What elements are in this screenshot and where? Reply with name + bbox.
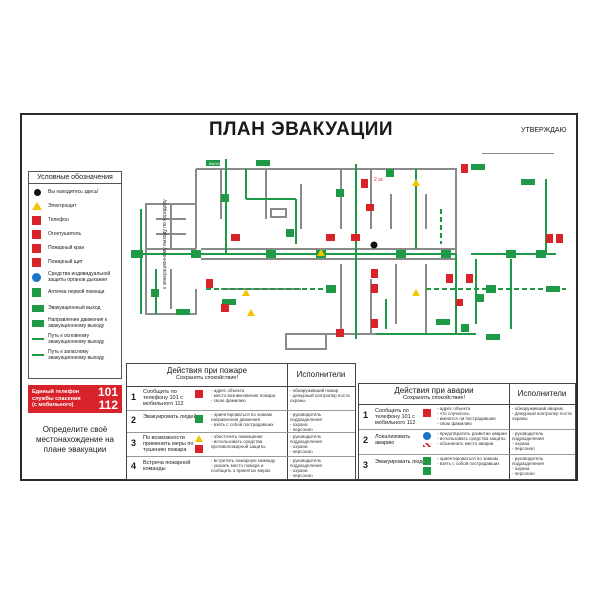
emergency-number-101: 101 [97, 385, 118, 399]
exit-sign-icon [32, 304, 44, 313]
fire-panel-title: Действия при пожаре [166, 366, 248, 375]
first-aid-icon [423, 467, 431, 475]
emergency-phone-label: Единый телефон службы спасения (с мобиль… [32, 389, 81, 408]
legend-title: Условные обозначения [29, 172, 121, 184]
exit-signs [131, 160, 560, 340]
fire-safety-equipment [206, 164, 563, 337]
main-route-line-icon [32, 335, 44, 344]
legend-item: Огнетушитель [32, 230, 120, 239]
legend-item: Путь к запасному эвакуационному выходу [32, 349, 120, 361]
fire-step: 1 Сообщить по телефону 101 с мобильного … [127, 386, 355, 411]
corridor-label-text: к эвакуационному выходу по коридору [162, 199, 168, 289]
fire-step: 4 Встреча пожарной команды - встретить п… [131, 458, 322, 478]
evacuation-plan-sheet: ПЛАН ЭВАКУАЦИИ УТВЕРЖДАЮ Условные обозна… [20, 113, 578, 481]
fire-board-icon [32, 258, 44, 267]
emergency-number-112: 112 [98, 398, 118, 412]
legend-item: Электрощит [32, 202, 120, 211]
spare-route-line-icon [32, 351, 44, 360]
legend-item: Направление движения к эвакуационному вы… [32, 317, 120, 329]
accident-panel-header: Действия при аварии Сохранять спокойстви… [359, 384, 510, 405]
you-are-here-dot [370, 241, 378, 249]
phone-icon [423, 409, 431, 417]
accident-actions-panel: Действия при аварии Сохранять спокойстви… [358, 383, 576, 480]
spare-evacuation-routes [206, 209, 566, 290]
exit-sign-icon [195, 415, 203, 423]
phone-icon [32, 216, 44, 225]
direction-arrow-icon [32, 319, 44, 328]
floor-plan: к эвакуационному выходу по коридору 2 эт… [131, 159, 566, 350]
fire-hydrant-icon [32, 244, 44, 253]
corridor-vertical-label: к эвакуационному выходу по коридору [162, 199, 168, 289]
fire-actions-panel: Действия при пожаре Сохранять спокойстви… [126, 363, 356, 480]
fire-panel-header: Действия при пожаре Сохранять спокойстви… [127, 364, 288, 387]
fire-step: 3 По возможности применить меры по тушен… [127, 432, 355, 457]
floor-marker: 2 эт. [374, 177, 384, 183]
accident-step: 3 Эвакуировать людей - ориентироваться п… [363, 456, 544, 476]
accident-step: 1 Сообщить по телефону 101 с мобильного … [359, 404, 575, 430]
accident-exec-header: Исполнители [509, 384, 575, 405]
approve-signature-line [482, 153, 554, 154]
legend-item: Путь к основному эвакуационному выходу [32, 333, 120, 345]
legend-item: Средства индивидуальной защиты органов д… [32, 271, 120, 283]
approve-label: УТВЕРЖДАЮ [521, 127, 567, 134]
legend-item: Вы находитесь здесь! [32, 188, 120, 197]
phone-icon [195, 390, 203, 398]
accident-step: 2 Локализовать аварию - предотвратить ра… [359, 429, 575, 455]
accident-panel-title: Действия при аварии [394, 386, 474, 395]
fire-panel-subtitle: Сохранять спокойствие! [175, 375, 238, 381]
electrical-panel-icon [32, 202, 44, 211]
legend-item: Аптечка первой помощи [32, 288, 120, 297]
respirator-icon [32, 273, 44, 282]
electrical-panel-icons [242, 179, 420, 316]
exit-small-label: ВЫХОД [209, 161, 224, 166]
legend-item: Пожарный щит [32, 258, 120, 267]
emergency-phone-box: Единый телефон службы спасения (с мобиль… [28, 385, 122, 413]
fire-step: 2 Эвакуировать людей - ориентироваться п… [127, 410, 355, 433]
legend: Условные обозначения Вы находитесь здесь… [28, 171, 122, 379]
respirator-icon [423, 432, 431, 440]
legend-item: Телефон [32, 216, 120, 225]
accident-panel-subtitle: Сохранять спокойствие! [402, 395, 465, 401]
plan-title: ПЛАН ЭВАКУАЦИИ [208, 119, 394, 140]
you-are-here-icon [32, 188, 44, 197]
exit-sign-icon [423, 457, 431, 465]
building-walls [145, 168, 457, 350]
locate-yourself-text: Определите своё местонахождение на плане… [35, 425, 114, 454]
fire-exec-header: Исполнители [287, 364, 355, 387]
fire-extinguisher-icon [195, 445, 203, 453]
electrical-panel-icon [195, 435, 203, 442]
first-aid-icon [32, 288, 44, 297]
legend-item: Эвакуационный выход [32, 304, 120, 313]
barrier-tape-icon [423, 443, 431, 447]
legend-item: Пожарный кран [32, 244, 120, 253]
fire-extinguisher-icon [32, 230, 44, 239]
